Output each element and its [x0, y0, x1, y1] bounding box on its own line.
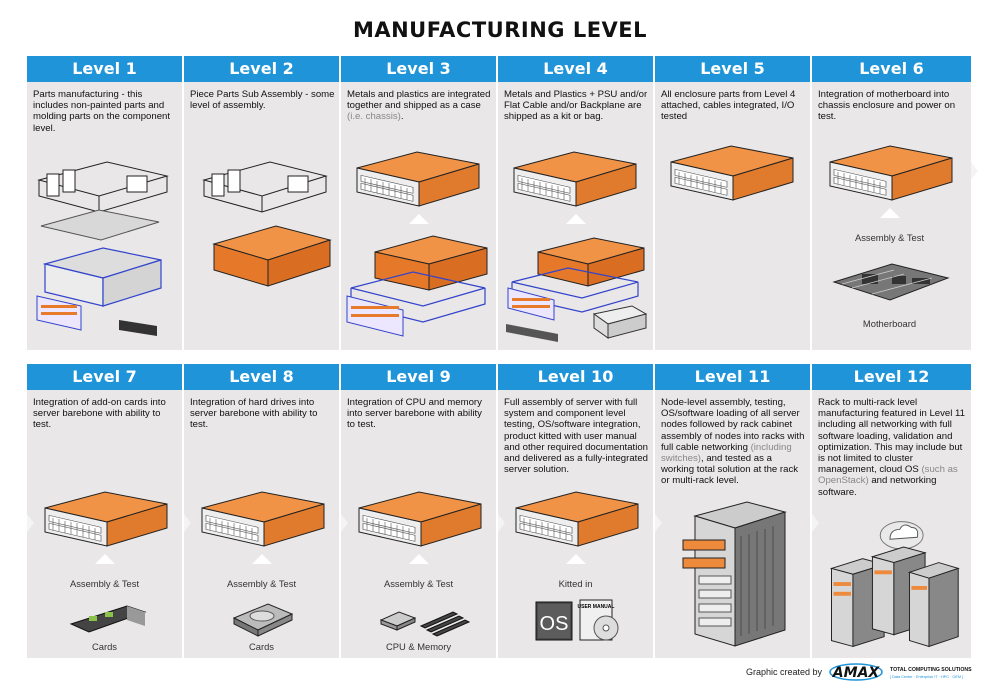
server-icon	[515, 491, 639, 564]
svg-text:USER MANUAL: USER MANUAL	[578, 604, 615, 610]
level-8-desc: Integration of hard drives into server b…	[190, 397, 318, 431]
os-manual-icon: OS USER MANUAL	[535, 599, 619, 641]
level-6-desc: Integration of motherboard into chassis …	[818, 89, 956, 123]
level-10-title: Level 10	[498, 364, 653, 390]
level-9-desc: Integration of CPU and memory into serve…	[347, 397, 482, 431]
level-11-title: Level 11	[655, 364, 810, 390]
level-1-title: Level 1	[27, 56, 182, 82]
level-7-panel: Level 7 Integration of add-on cards into…	[27, 364, 182, 658]
level-7-title: Level 7	[27, 364, 182, 390]
level-11-panel: Level 11 Node-level assembly, testing, O…	[655, 364, 810, 658]
server-icon	[829, 145, 953, 218]
level-5-title: Level 5	[655, 56, 810, 82]
multi-rack-cloud-icon	[829, 521, 960, 648]
page-title: MANUFACTURING LEVEL	[352, 18, 648, 42]
assembly-test-label: Assembly & Test	[69, 578, 140, 589]
svg-text:AMAX: AMAX	[832, 665, 881, 681]
level-1-desc: Parts manufacturing - this includes non-…	[33, 89, 171, 134]
row-arrow-icon	[812, 514, 819, 532]
assembly-test-label: Assembly & Test	[854, 232, 925, 243]
level-2-panel: Level 2 Piece Parts Sub Assembly - some …	[184, 56, 339, 350]
next-arrow-icon	[971, 162, 978, 180]
cpu-memory-icon	[379, 611, 471, 637]
svg-text:[ Data Center · Enterprise IT: [ Data Center · Enterprise IT · HPC · OE…	[890, 675, 963, 679]
level-6-title: Level 6	[812, 56, 971, 82]
svg-text:OS: OS	[540, 613, 569, 635]
level-11-desc: Node-level assembly, testing, OS/softwar…	[661, 397, 805, 487]
rack-cabinet-icon	[682, 501, 787, 647]
level-4-panel: Level 4 Metals and Plastics + PSU and/or…	[498, 56, 653, 350]
level-8-panel: Level 8 Integration of hard drives into …	[184, 364, 339, 658]
level-12-desc: Rack to multi-rack level manufacturing f…	[818, 397, 966, 498]
kit-psu-icon	[506, 151, 648, 342]
level-9-panel: Level 9 Integration of CPU and memory in…	[341, 364, 496, 658]
level-6-panel: Level 6 Integration of motherboard into …	[812, 56, 971, 350]
level-4-title: Level 4	[498, 56, 653, 82]
level-2-desc: Piece Parts Sub Assembly - some level of…	[190, 89, 335, 112]
row-top: Level 1 Parts manufacturing - this inclu…	[27, 56, 978, 350]
motherboard-label: Motherboard	[862, 318, 917, 329]
cpu-memory-label: CPU & Memory	[385, 641, 452, 652]
level-7-desc: Integration of add-on cards into server …	[33, 397, 166, 431]
cards-label: Cards	[248, 641, 274, 652]
row-arrow-icon	[655, 514, 662, 532]
credit-text: Graphic created by	[746, 667, 823, 677]
level-10-desc: Full assembly of server with full system…	[504, 397, 649, 476]
motherboard-icon	[832, 263, 950, 301]
level-2-title: Level 2	[184, 56, 339, 82]
sub-assembly-icon	[202, 161, 332, 287]
level-9-title: Level 9	[341, 364, 496, 390]
level-8-title: Level 8	[184, 364, 339, 390]
level-3-desc: Metals and plastics are integrated toget…	[347, 89, 491, 123]
assembly-test-label: Assembly & Test	[226, 578, 297, 589]
server-icon	[44, 491, 168, 564]
row-arrow-icon	[184, 514, 191, 532]
level-3-title: Level 3	[341, 56, 496, 82]
row-arrow-icon	[27, 514, 34, 532]
chassis-case-icon	[346, 151, 488, 337]
assembly-test-label: Assembly & Test	[383, 578, 454, 589]
amax-logo: AMAX TOTAL COMPUTING SOLUTIONS [ Data Ce…	[829, 663, 972, 681]
level-3-panel: Level 3 Metals and plastics are integrat…	[341, 56, 496, 350]
level-1-panel: Level 1 Parts manufacturing - this inclu…	[27, 56, 182, 350]
server-icon	[670, 145, 794, 201]
level-5-panel: Level 5 All enclosure parts from Level 4…	[655, 56, 810, 350]
level-10-panel: Level 10 Full assembly of server with fu…	[498, 364, 653, 658]
row-arrow-icon	[498, 514, 505, 532]
parts-exploded-icon	[36, 161, 169, 336]
level-5-desc: All enclosure parts from Level 4 attache…	[661, 89, 796, 123]
cards-label: Cards	[91, 641, 117, 652]
server-icon	[358, 491, 482, 564]
level-4-desc: Metals and Plastics + PSU and/or Flat Ca…	[504, 89, 648, 123]
level-12-panel: Level 12 Rack to multi-rack level manufa…	[812, 364, 971, 658]
server-icon	[201, 491, 325, 564]
svg-text:TOTAL COMPUTING SOLUTIONS: TOTAL COMPUTING SOLUTIONS	[890, 667, 972, 673]
addon-card-icon	[69, 605, 147, 633]
row-bottom: Level 7 Integration of add-on cards into…	[27, 364, 971, 658]
row-arrow-icon	[341, 514, 348, 532]
kitted-in-label: Kitted in	[558, 578, 593, 589]
level-12-title: Level 12	[812, 364, 971, 390]
hard-drive-icon	[232, 603, 294, 637]
